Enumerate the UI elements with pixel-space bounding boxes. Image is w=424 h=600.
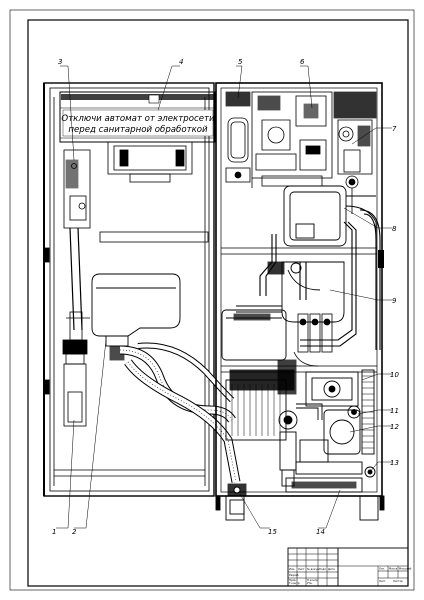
- tb-razrab: Разраб.: [289, 573, 299, 577]
- drain-hoses: [119, 342, 241, 483]
- payment-block: [107, 141, 193, 183]
- callout-5: 5: [238, 58, 243, 66]
- boiler-tank: [283, 185, 377, 247]
- callout-10: 10: [390, 371, 399, 379]
- tb-sheet: Лист: [379, 579, 386, 583]
- tb-utv: Утв.: [307, 581, 313, 585]
- electronics-block: [251, 91, 333, 188]
- warning-plate: Отключи автомат от электросети перед сан…: [59, 91, 216, 143]
- title-block: [287, 547, 409, 587]
- callout-7: 7: [392, 125, 397, 133]
- tb-lit: Лит.: [379, 567, 385, 571]
- tb-prov: Пров.: [289, 578, 297, 582]
- callout-13: 13: [390, 459, 399, 467]
- cup-holder: [62, 311, 90, 427]
- tb-dokum: № докум.: [307, 568, 320, 571]
- tb-list: Лист: [298, 567, 305, 571]
- leader-lines: [56, 65, 392, 529]
- callout-2: 2: [72, 528, 77, 536]
- callout-12: 12: [390, 423, 399, 431]
- warning-text-line2: перед санитарной обработкой: [68, 125, 208, 135]
- valve-group: [293, 313, 333, 367]
- door-left: [43, 82, 215, 497]
- top-module-5: [225, 91, 251, 183]
- tb-massa: Масса: [389, 567, 398, 571]
- callout-numbers: 1 2 3 4 5 6 7 8 9 10 11 12 13 14 15: [52, 58, 399, 536]
- base-tray: [285, 466, 376, 493]
- tb-izm: Изм.: [289, 567, 295, 571]
- callout-6: 6: [300, 58, 305, 66]
- warning-text-line1: Отключи автомат от электросети: [61, 114, 215, 124]
- callout-4: 4: [179, 58, 183, 66]
- tb-masshtab: Масштаб: [399, 567, 412, 571]
- callout-14: 14: [316, 528, 325, 536]
- dispenser-mechanism: [63, 149, 91, 331]
- callout-9: 9: [392, 297, 397, 305]
- tb-data: Дата: [328, 567, 335, 571]
- callout-8: 8: [392, 225, 397, 233]
- drip-tray: [221, 309, 287, 361]
- callout-11: 11: [390, 407, 399, 415]
- control-panel-7: [333, 91, 377, 214]
- callout-3: 3: [58, 58, 62, 66]
- outer-border: [9, 9, 415, 591]
- tb-tkontr: Т.контр.: [289, 581, 300, 585]
- tb-sheets: Листов: [393, 579, 403, 583]
- pump-assembly: [277, 359, 363, 487]
- tb-nkontr: Н.контр.: [307, 578, 319, 582]
- tb-podp: Подп.: [319, 567, 327, 571]
- drawing-frame: [27, 19, 409, 587]
- callout-15: 15: [268, 528, 277, 536]
- title-block-text: Изм. Лист № докум. Подп. Дата Разраб. Пр…: [289, 567, 412, 586]
- water-pipes: [236, 209, 381, 350]
- callout-1: 1: [52, 528, 56, 536]
- drain-fitting: [227, 483, 247, 515]
- mixer-chamber: [267, 261, 345, 323]
